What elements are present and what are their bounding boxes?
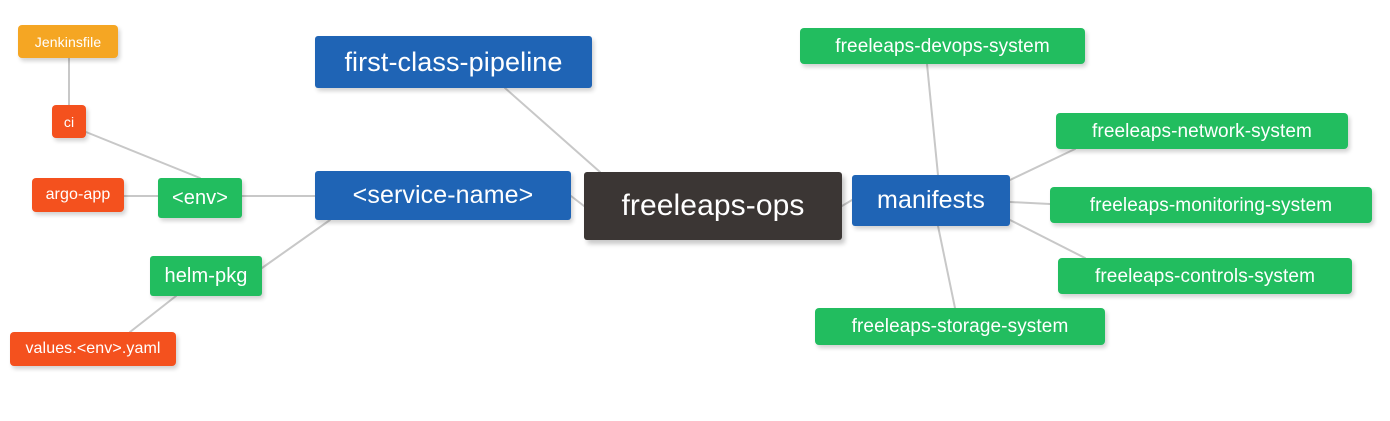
node-freeleaps-devops-system[interactable]: freeleaps-devops-system bbox=[800, 28, 1085, 64]
node-helm-pkg[interactable]: helm-pkg bbox=[150, 256, 262, 296]
node-first-class-pipeline[interactable]: first-class-pipeline bbox=[315, 36, 592, 88]
node-manifests[interactable]: manifests bbox=[852, 175, 1010, 226]
edge-freeleaps-ops-to-service-name bbox=[570, 195, 585, 207]
edge-manifests-to-freeleaps-network-system bbox=[1009, 148, 1076, 181]
edge-freeleaps-ops-to-first-class-pipeline bbox=[504, 87, 601, 173]
node-freeleaps-monitoring-system[interactable]: freeleaps-monitoring-system bbox=[1050, 187, 1372, 223]
edge-helm-pkg-to-values-env-yaml bbox=[129, 295, 177, 333]
edge-manifests-to-freeleaps-monitoring-system bbox=[1009, 201, 1051, 205]
edge-env-to-ci bbox=[85, 131, 201, 179]
node-freeleaps-network-system[interactable]: freeleaps-network-system bbox=[1056, 113, 1348, 149]
node-freeleaps-ops[interactable]: freeleaps-ops bbox=[584, 172, 842, 240]
edge-service-name-to-helm-pkg bbox=[261, 219, 331, 269]
edge-manifests-to-freeleaps-storage-system bbox=[937, 225, 956, 309]
node-ci[interactable]: ci bbox=[52, 105, 86, 138]
edge-manifests-to-freeleaps-devops-system bbox=[926, 63, 939, 176]
edge-freeleaps-ops-to-manifests bbox=[841, 199, 853, 207]
node-service-name[interactable]: <service-name> bbox=[315, 171, 571, 220]
node-values-env-yaml[interactable]: values.<env>.yaml bbox=[10, 332, 176, 366]
node-freeleaps-controls-system[interactable]: freeleaps-controls-system bbox=[1058, 258, 1352, 294]
node-freeleaps-storage-system[interactable]: freeleaps-storage-system bbox=[815, 308, 1105, 345]
node-argo-app[interactable]: argo-app bbox=[32, 178, 124, 212]
edge-manifests-to-freeleaps-controls-system bbox=[1009, 219, 1086, 259]
node-env[interactable]: <env> bbox=[158, 178, 242, 218]
node-jenkinsfile[interactable]: Jenkinsfile bbox=[18, 25, 118, 58]
